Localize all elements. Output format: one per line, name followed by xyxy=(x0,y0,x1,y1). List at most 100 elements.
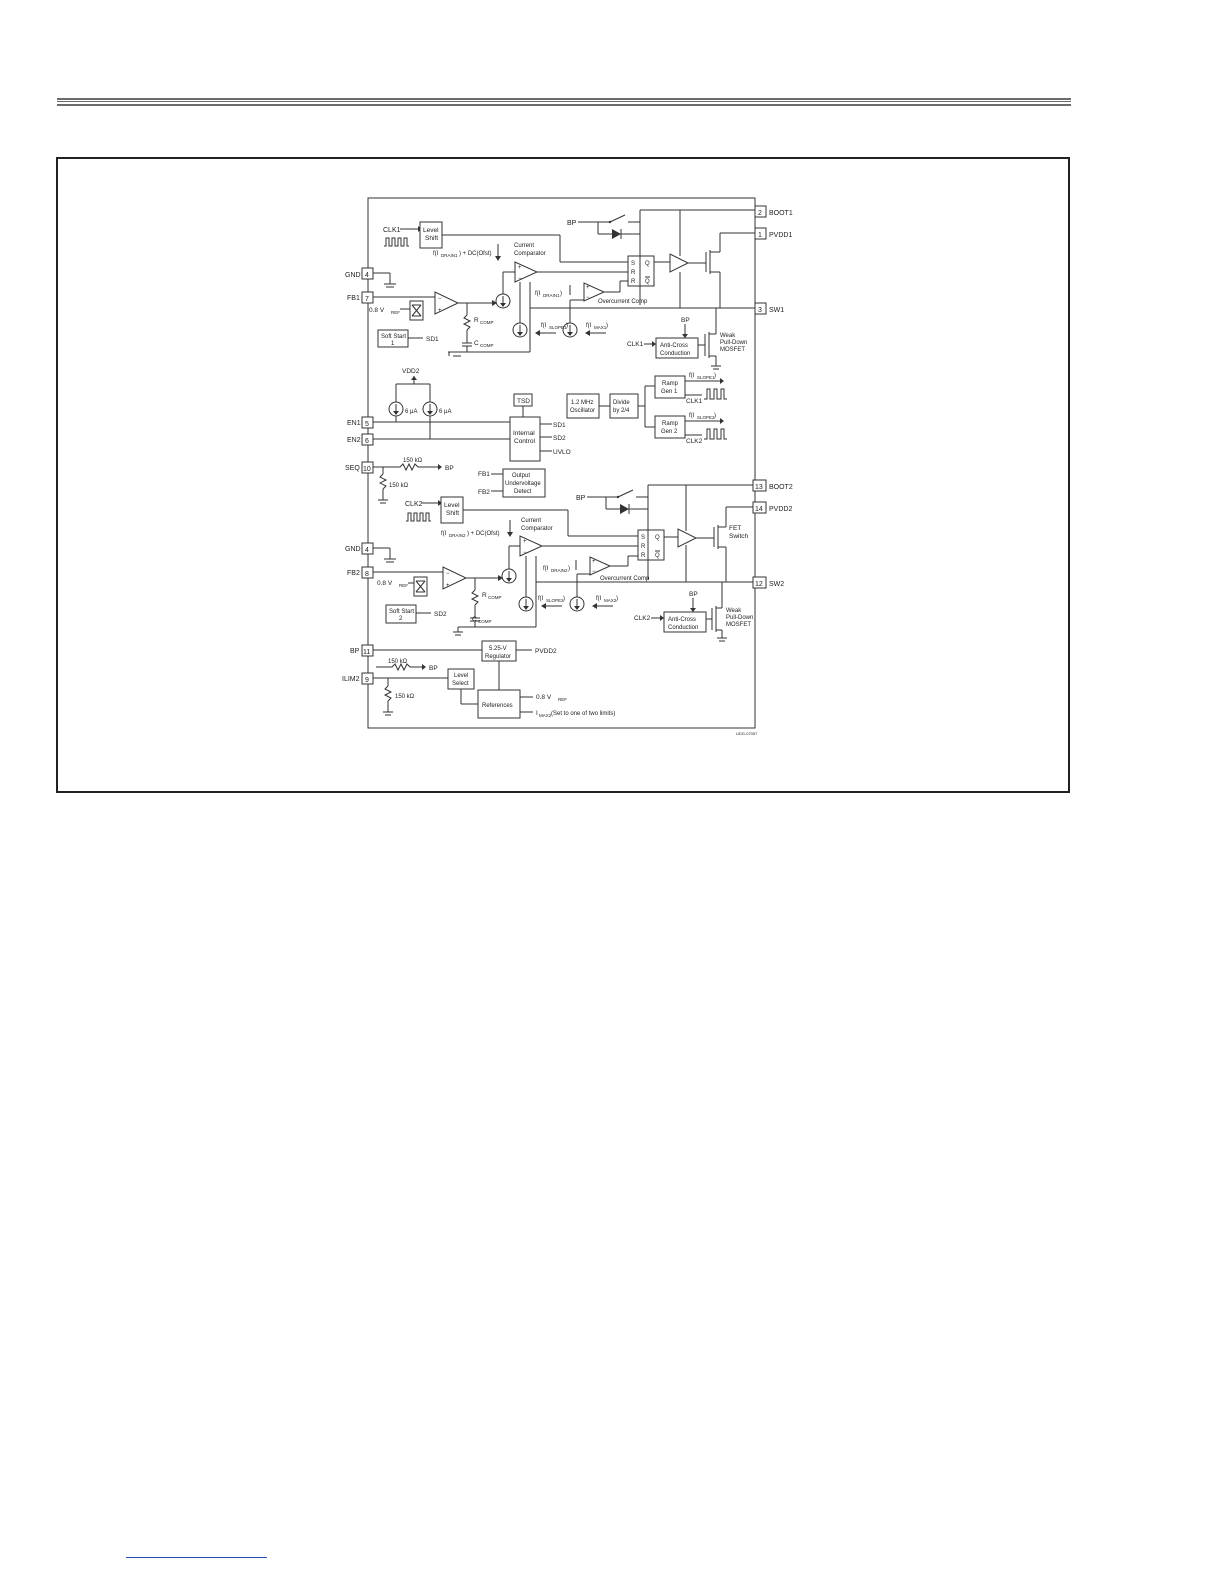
svg-text:Undervoltage: Undervoltage xyxy=(505,481,541,487)
seq-network: 150 kΩ BP 150 kΩ xyxy=(373,458,454,504)
enable-current-sources: VDD2 6 μA 6 μA xyxy=(373,368,510,440)
svg-text:Comparator: Comparator xyxy=(521,526,553,532)
svg-text:): ) xyxy=(563,596,565,602)
svg-text:CLK1: CLK1 xyxy=(627,341,644,348)
svg-text:SD1: SD1 xyxy=(426,336,439,343)
pin-pvdd2: 14 PVDD2 xyxy=(752,501,792,514)
sr-latch-1: S R R Q Q xyxy=(627,255,670,287)
pin-seq: SEQ 10 xyxy=(345,461,374,474)
current-sources-1: f(I SLOPE1 ) f(I MAX1 ) xyxy=(495,271,608,352)
svg-text:I: I xyxy=(536,710,538,717)
svg-text:COMP: COMP xyxy=(480,343,494,348)
svg-text:8: 8 xyxy=(365,571,369,578)
svg-text:BOOT1: BOOT1 xyxy=(769,210,793,217)
svg-text:DRAIN2: DRAIN2 xyxy=(551,568,568,573)
svg-text:f(I: f(I xyxy=(543,566,549,572)
svg-text:Comparator: Comparator xyxy=(514,251,546,257)
pin-sw1: 3 SW1 xyxy=(754,302,784,315)
pin-en1: EN1 5 xyxy=(347,416,374,429)
pin-en2: EN2 6 xyxy=(347,433,374,446)
svg-text:): ) xyxy=(714,413,716,419)
sr-latch-2: S R R Q Q xyxy=(637,529,678,561)
svg-text:Q: Q xyxy=(655,535,660,541)
svg-text:f(I: f(I xyxy=(535,291,541,297)
svg-text:SEQ: SEQ xyxy=(345,465,360,472)
svg-text:Soft Start: Soft Start xyxy=(381,334,406,340)
drain1-label: f(I DRAIN1 ) + DC(Ofst) xyxy=(433,251,492,258)
ilim2-network: 150 kΩ BP 150 kΩ xyxy=(373,659,448,716)
svg-text:f(I: f(I xyxy=(538,596,544,602)
pin-gnd-b: GND 4 xyxy=(345,542,396,563)
svg-text:Divide: Divide xyxy=(613,400,630,406)
svg-text:S: S xyxy=(641,535,645,541)
svg-text:4: 4 xyxy=(365,272,369,279)
svg-text:BP: BP xyxy=(681,317,690,324)
svg-text:TSD: TSD xyxy=(517,398,530,405)
svg-text:EN2: EN2 xyxy=(347,437,361,444)
footer-link-underline[interactable] xyxy=(126,1557,267,1558)
svg-text:0.8 V: 0.8 V xyxy=(369,307,385,314)
svg-text:SLOPE1: SLOPE1 xyxy=(549,325,567,330)
svg-text:f(I: f(I xyxy=(689,413,695,419)
soft-start-1: Soft Start 1 SD1 xyxy=(377,300,439,348)
svg-text:GND: GND xyxy=(345,546,361,553)
svg-text:R: R xyxy=(631,279,636,285)
pin-gnd-a: GND 4 xyxy=(345,267,396,288)
svg-text:BP: BP xyxy=(429,665,438,672)
driver-1 xyxy=(530,209,755,309)
svg-text:Gen 1: Gen 1 xyxy=(661,389,678,395)
svg-text:CLK2: CLK2 xyxy=(634,615,651,622)
svg-text:Overcurrent Comp: Overcurrent Comp xyxy=(600,576,650,582)
svg-text:EN1: EN1 xyxy=(347,420,361,427)
bootstrap-switch-1: BP xyxy=(567,209,680,305)
pin-pvdd1: 1 PVDD1 xyxy=(754,227,792,240)
svg-text:Control: Control xyxy=(514,438,536,445)
svg-text:−: − xyxy=(586,295,590,301)
svg-text:GND: GND xyxy=(345,272,361,279)
svg-text:3: 3 xyxy=(758,307,762,314)
svg-text:Internal: Internal xyxy=(513,430,535,437)
pin-fb1: FB1 7 xyxy=(347,291,374,304)
svg-text:MAX2: MAX2 xyxy=(604,598,617,603)
svg-text:Pull-Down: Pull-Down xyxy=(726,615,753,621)
svg-text:MOSFET: MOSFET xyxy=(720,347,745,353)
svg-text:BP: BP xyxy=(689,591,698,598)
svg-text:SLOPE2: SLOPE2 xyxy=(546,598,564,603)
header-rule-top xyxy=(57,98,1071,100)
svg-text:FB2: FB2 xyxy=(347,570,360,577)
driver-2: FET Switch xyxy=(536,484,753,583)
svg-text:5.25-V: 5.25-V xyxy=(489,646,507,652)
current-comparator-2: Current Comparator + − xyxy=(507,518,638,557)
svg-text:R: R xyxy=(631,270,636,276)
svg-text:UVLO: UVLO xyxy=(553,449,571,456)
svg-text:Level: Level xyxy=(444,502,460,509)
svg-text:SLOPE1: SLOPE1 xyxy=(697,375,715,380)
svg-text:Ramp: Ramp xyxy=(662,381,679,387)
svg-text:Switch: Switch xyxy=(729,533,749,540)
svg-text:f(I: f(I xyxy=(586,323,592,329)
soft-start-2: Soft Start 2 SD2 xyxy=(385,576,447,624)
divide-block: Divide by 2/4 xyxy=(609,385,655,428)
svg-text:R: R xyxy=(641,553,646,559)
svg-text:0.8 V: 0.8 V xyxy=(377,580,393,587)
svg-text:Q: Q xyxy=(645,279,650,285)
svg-text:FB1: FB1 xyxy=(347,295,360,302)
svg-text:PVDD2: PVDD2 xyxy=(769,506,792,513)
svg-text:1.2 MHz: 1.2 MHz xyxy=(571,400,593,406)
svg-text:BP: BP xyxy=(567,220,577,227)
svg-text:150 kΩ: 150 kΩ xyxy=(389,483,409,489)
svg-text:0.8 V: 0.8 V xyxy=(536,694,552,701)
svg-text:DRAIN1: DRAIN1 xyxy=(441,253,458,258)
svg-text:(Set to one of two limits): (Set to one of two limits) xyxy=(551,711,615,717)
svg-text:+: + xyxy=(586,285,590,291)
level-select: Level Select xyxy=(447,668,478,705)
svg-text:Oscillator: Oscillator xyxy=(570,408,595,414)
drain2-label: f(I DRAIN2 ) + DC(Ofst) xyxy=(441,531,500,538)
svg-text:): ) xyxy=(566,323,568,329)
svg-text:REF: REF xyxy=(558,697,567,702)
svg-text:Weak: Weak xyxy=(720,333,736,339)
svg-text:f(I: f(I xyxy=(596,596,602,602)
svg-text:SW1: SW1 xyxy=(769,307,784,314)
uv-detect: Output Undervoltage Detect FB1 FB2 xyxy=(478,468,546,498)
